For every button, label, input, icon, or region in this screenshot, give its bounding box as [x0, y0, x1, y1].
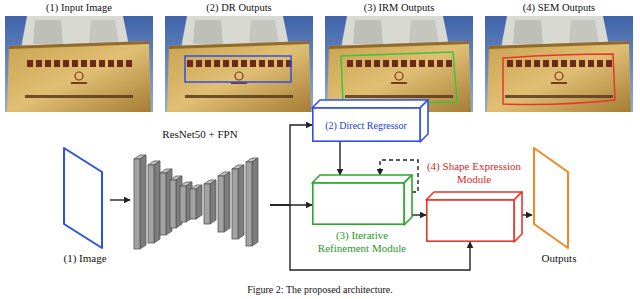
feature-slab-side	[238, 165, 244, 239]
feature-slab-side	[252, 158, 258, 246]
input-image-plane: (1) Image	[60, 148, 110, 265]
backbone-stack: ResNet50 + FPN	[130, 128, 270, 250]
figure-caption: Figure 2: The proposed architecture.	[0, 283, 640, 296]
cuboid-outline	[426, 160, 522, 242]
flow-arrow	[110, 199, 130, 200]
feature-slab-side	[224, 172, 230, 232]
image-panel: (3) IRM Outputs	[325, 1, 473, 113]
cuboid-top-face	[426, 192, 522, 200]
feature-slab-front	[246, 162, 252, 246]
node-label: (1) Image	[60, 252, 110, 265]
cuboid-side-face	[404, 175, 412, 225]
node-label: (3) Iterative Refinement Module	[312, 229, 412, 255]
node-label: Outputs	[532, 252, 586, 265]
cuboid-front-face	[427, 200, 514, 241]
feature-slab-front	[180, 186, 186, 222]
image-plane-outline	[60, 148, 110, 248]
flow-arrow	[270, 125, 312, 205]
refinement-module-box: (3) Iterative Refinement Module	[312, 175, 412, 255]
shape-expression-box: (4) Shape Expression Module	[426, 160, 522, 242]
feature-slab-front	[190, 189, 196, 219]
node-label: ResNet50 + FPN	[130, 128, 270, 141]
flow-arrow	[412, 214, 426, 215]
feature-slab-front	[204, 184, 210, 224]
flow-arrow	[522, 214, 532, 215]
irm-quad-overlay	[341, 52, 457, 104]
node-label: (1) Input Image	[5, 1, 153, 14]
dr-quad-overlay	[185, 56, 291, 82]
node-label: (4) Shape Expression Module	[426, 160, 522, 186]
image-plane-outline	[532, 148, 586, 248]
cuboid-outline	[312, 175, 412, 225]
image-panel: (4) SEM Outputs	[485, 1, 633, 113]
feature-slab-front	[232, 169, 238, 239]
feature-slab-front	[134, 159, 140, 249]
feature-slab-front	[148, 165, 154, 243]
outputs-plane: Outputs	[532, 148, 586, 265]
cuboid-front-face	[313, 108, 420, 141]
cuboid-top-face	[312, 100, 428, 108]
image-panel: (1) Input Image	[5, 1, 153, 113]
irm-photo	[325, 16, 473, 112]
image-plane	[534, 148, 568, 248]
node-label: (3) IRM Outputs	[325, 1, 473, 14]
node-label: (2) Direct Regressor	[312, 119, 420, 132]
image-plane	[64, 148, 102, 248]
cuboid-side-face	[514, 192, 522, 242]
cuboid-side-face	[420, 100, 428, 142]
flow-arrow	[339, 142, 340, 175]
input-photo	[5, 16, 153, 112]
cuboid-front-face	[313, 183, 404, 224]
sem-curve-overlay	[503, 54, 615, 105]
image-panel: (2) DR Outputs	[165, 1, 313, 113]
direct-regressor-box: (2) Direct Regressor	[312, 100, 428, 142]
node-label: (4) SEM Outputs	[485, 1, 633, 14]
feature-slab-front	[218, 176, 224, 232]
feature-slab-side	[140, 155, 146, 249]
feature-stack	[130, 150, 270, 250]
sem-photo	[485, 16, 633, 112]
node-label: (2) DR Outputs	[165, 1, 313, 14]
dr-photo	[165, 16, 313, 112]
feature-slab-side	[196, 185, 202, 219]
feature-slab-side	[210, 180, 216, 224]
feature-slab-front	[170, 180, 176, 228]
cuboid-top-face	[312, 175, 412, 183]
feature-slab-front	[160, 173, 166, 235]
